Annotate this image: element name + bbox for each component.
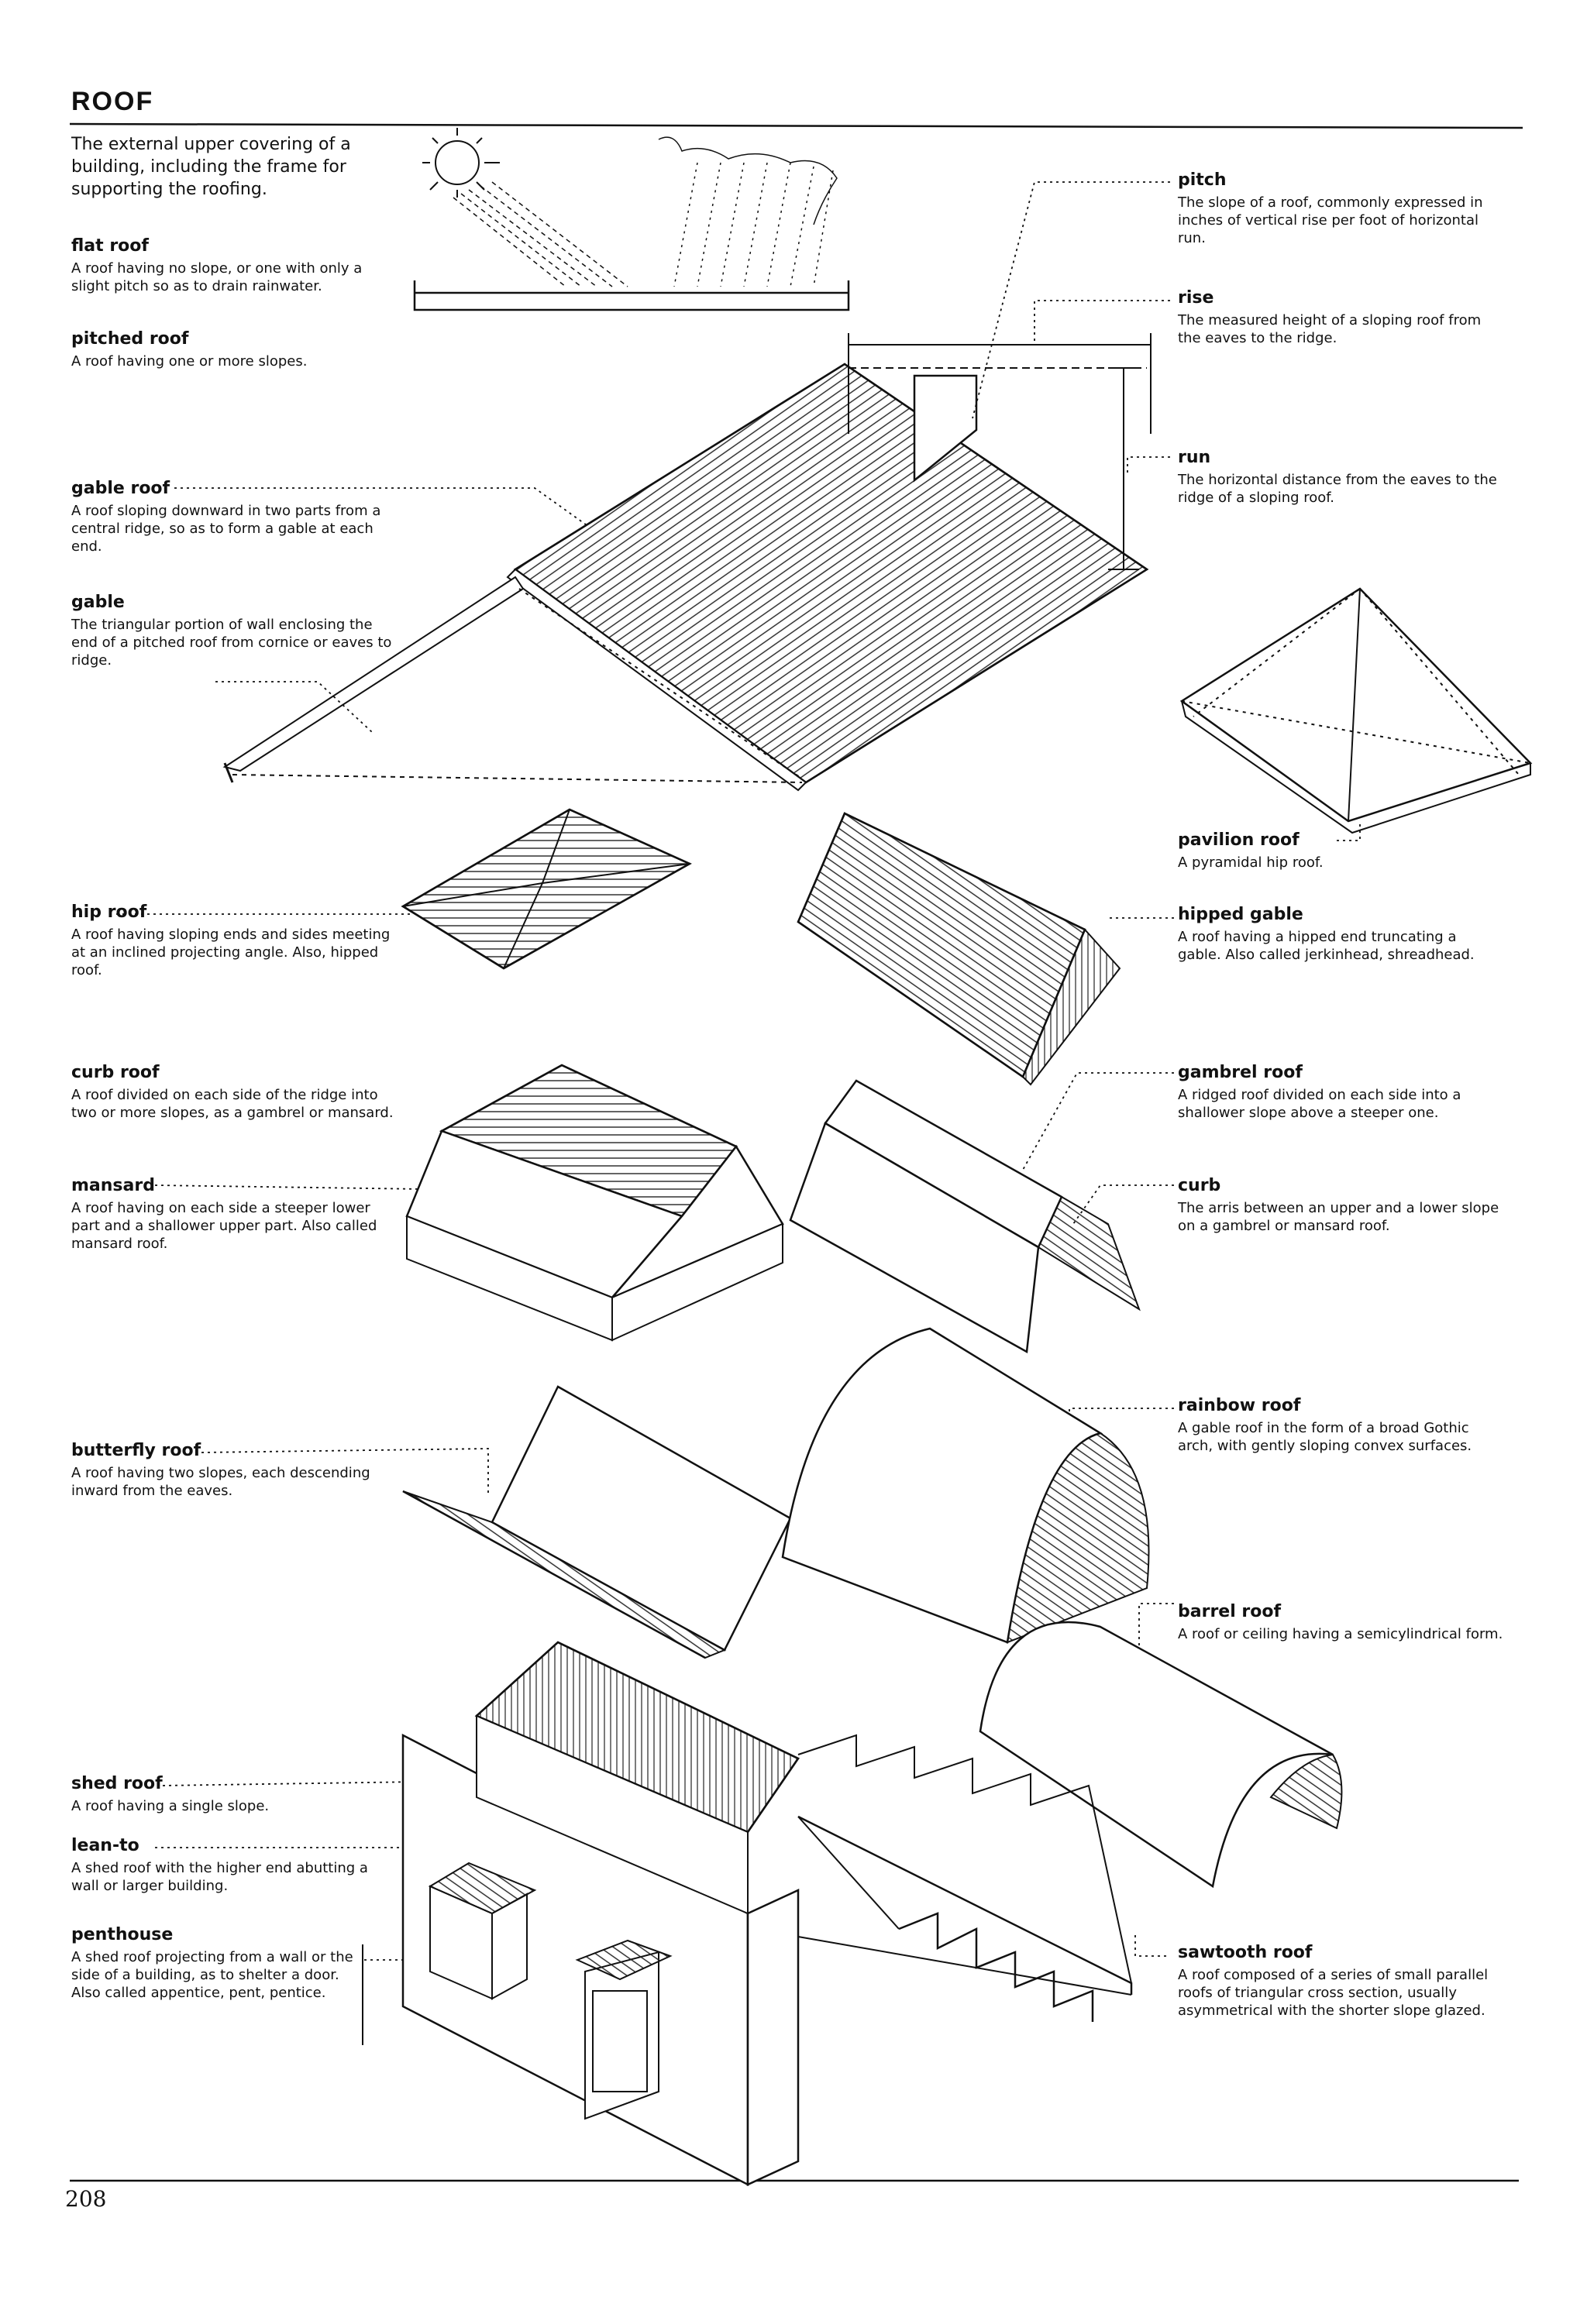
term-run: run [1178, 448, 1211, 467]
pavilion-roof-illustration [1179, 587, 1533, 834]
term-rise: rise [1178, 288, 1214, 308]
def-curb: The arris between an upper and a lower s… [1178, 1200, 1499, 1234]
def-run: The horizontal distance from the eaves t… [1178, 472, 1497, 506]
hip-roof-illustration [401, 808, 692, 970]
def-rise: The measured height of a sloping roof fr… [1178, 312, 1482, 346]
shed-roof-illustration [401, 1641, 800, 2187]
mansard-illustration [405, 1064, 784, 1342]
def-curb-roof: A roof divided on each side of the ridge… [71, 1087, 394, 1121]
def-lean-to: A shed roof with the higher end abutting… [71, 1860, 368, 1894]
def-hipped-gable: A roof having a hipped end truncating a … [1178, 929, 1475, 963]
def-pitched-roof: A roof having one or more slopes. [71, 353, 308, 370]
term-pavilion-roof: pavilion roof [1178, 830, 1300, 850]
def-butterfly-roof: A roof having two slopes, each descendin… [71, 1465, 370, 1499]
flat-roof-illustration [413, 128, 850, 311]
def-penthouse: A shed roof projecting from a wall or th… [71, 1949, 353, 2001]
barrel-roof-illustration [979, 1621, 1343, 1889]
term-flat-roof: flat roof [71, 236, 149, 256]
def-gambrel-roof: A ridged roof divided on each side into … [1178, 1087, 1461, 1121]
term-penthouse: penthouse [71, 1925, 174, 1944]
term-butterfly-roof: butterfly roof [71, 1441, 201, 1460]
sawtooth-roof-illustration [797, 1734, 1133, 2022]
def-sawtooth-roof: A roof composed of a series of small par… [1178, 1967, 1489, 2019]
term-barrel-roof: barrel roof [1178, 1602, 1282, 1621]
butterfly-roof-illustration [402, 1385, 792, 1659]
term-gable-roof: gable roof [71, 479, 170, 498]
term-curb: curb [1178, 1176, 1221, 1195]
def-gable-roof: A roof sloping downward in two parts fro… [71, 503, 381, 555]
def-flat-roof: A roof having no slope, or one with only… [71, 260, 363, 294]
def-pitch: The slope of a roof, commonly expressed … [1178, 194, 1483, 246]
def-mansard: A roof having on each side a steeper low… [71, 1200, 377, 1252]
term-sawtooth-roof: sawtooth roof [1178, 1943, 1313, 1962]
def-rainbow-roof: A gable roof in the form of a broad Goth… [1178, 1420, 1472, 1454]
gambrel-illustration [789, 1079, 1141, 1354]
term-gable: gable [71, 593, 125, 612]
def-shed-roof: A roof having a single slope. [71, 1798, 270, 1814]
term-pitched-roof: pitched roof [71, 329, 189, 349]
term-hipped-gable: hipped gable [1178, 905, 1303, 924]
gable-roof-illustration [222, 333, 1152, 792]
term-gambrel-roof: gambrel roof [1178, 1063, 1303, 1082]
term-pitch: pitch [1178, 170, 1227, 190]
term-curb-roof: curb roof [71, 1063, 160, 1082]
page-number: 208 [65, 2186, 107, 2212]
def-gable: The triangular portion of wall enclosing… [71, 617, 392, 669]
term-shed-roof: shed roof [71, 1774, 163, 1793]
hipped-gable-illustration [797, 812, 1121, 1086]
def-barrel-roof: A roof or ceiling having a semicylindric… [1178, 1626, 1503, 1642]
term-lean-to: lean-to [71, 1836, 139, 1855]
term-hip-roof: hip roof [71, 902, 147, 922]
def-pavilion-roof: A pyramidal hip roof. [1178, 854, 1324, 871]
rainbow-roof-illustration [781, 1327, 1150, 1644]
intro-text: The external upper covering of a buildin… [71, 135, 351, 199]
header-rule [69, 122, 1523, 129]
def-hip-roof: A roof having sloping ends and sides mee… [71, 927, 391, 978]
term-mansard: mansard [71, 1176, 155, 1195]
page-title: ROOF [71, 87, 154, 116]
term-rainbow-roof: rainbow roof [1178, 1396, 1301, 1415]
